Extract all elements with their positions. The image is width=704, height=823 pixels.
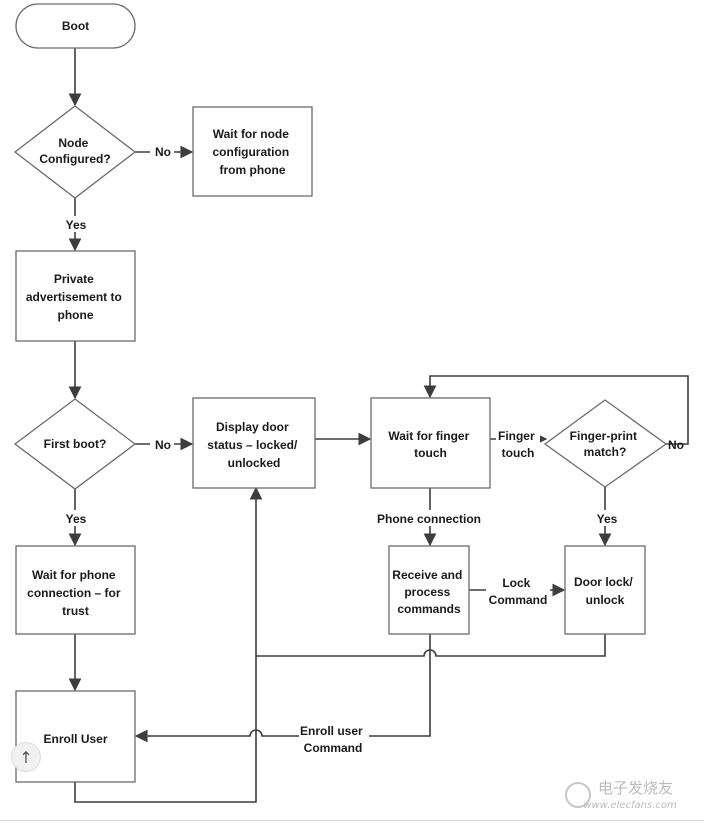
label-enroll-command: Enroll user Command [300,724,366,755]
wait-config-node: Wait for node configuration from phone [192,106,313,197]
receive-cmds-node: Receive and process commands [388,545,470,635]
enroll-label: Enroll User [43,732,107,746]
edge-enroll-return [74,486,263,803]
scroll-top-button[interactable]: ↑ [11,742,41,772]
edge-door-lock-return [256,634,606,657]
label-yes-match: Yes [597,512,618,526]
label-yes-first: Yes [66,512,87,526]
node-configured-decision: Node Configured? [13,105,137,199]
bottom-divider [0,820,704,821]
display-door-node: Display door status – locked/ unlocked [192,397,316,489]
label-no-first: No [155,438,171,452]
first-boot-decision: First boot? [13,398,137,490]
label-finger-touch: Finger touch [498,429,538,460]
boot-label: Boot [62,19,89,33]
watermark-url: www.elecfans.com [583,800,677,811]
label-lock-command: Lock Command [489,576,548,607]
label-yes-config: Yes [66,218,87,232]
label-no-config: No [155,145,171,159]
boot-node: Boot [15,3,136,49]
edge-enroll-command [134,634,431,743]
fp-match-decision: Finger-print match? [543,399,668,488]
receive-cmds-label: Receive and process commands [392,568,465,616]
private-adv-node: Private advertisement to phone [15,250,136,342]
enroll-node: Enroll User [15,690,136,783]
arrow-up-icon: ↑ [19,747,33,767]
display-door-label: Display door status – locked/ unlocked [207,420,300,470]
watermark: 电子发烧友 www.elecfans.com [565,779,677,811]
label-no-match: No [668,438,684,452]
wait-phone-label: Wait for phone connection – for trust [27,568,124,618]
watermark-cn: 电子发烧友 [598,779,673,797]
node-configured-label: Node Configured? [39,136,110,166]
first-boot-label: First boot? [44,437,107,451]
door-lock-node: Door lock/ unlock [564,545,646,635]
edge-fp-match-no [423,375,689,445]
door-lock-label: Door lock/ unlock [574,575,636,607]
wait-finger-node: Wait for finger touch [370,397,491,489]
wait-finger-label: Wait for finger touch [388,429,472,460]
edge-labels: No Yes No Yes Finger touch No Yes Phone … [61,143,684,756]
label-phone-connection: Phone connection [377,512,481,526]
fp-match-label: Finger-print match? [570,429,641,459]
private-adv-label: Private advertisement to phone [26,272,125,322]
watermark-logo-icon [565,782,591,808]
wait-config-label: Wait for node configuration from phone [212,127,292,177]
wait-phone-node: Wait for phone connection – for trust [15,545,136,635]
